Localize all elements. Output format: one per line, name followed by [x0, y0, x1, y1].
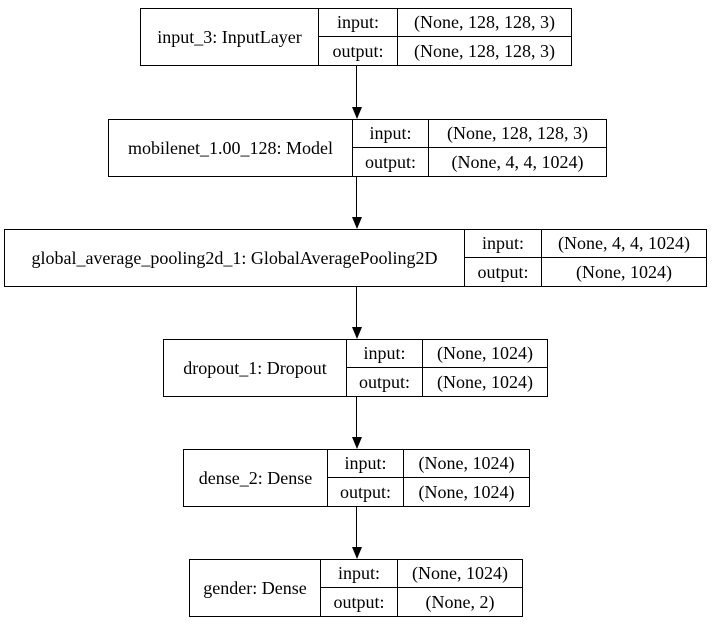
output-label: output: — [328, 478, 404, 506]
output-label: output: — [319, 37, 398, 65]
input-shape: (None, 1024) — [398, 560, 522, 588]
layer-name: input_3: InputLayer — [141, 9, 319, 65]
layer-node-dropout: dropout_1: Dropout input: (None, 1024) o… — [163, 339, 548, 397]
input-shape: (None, 1024) — [404, 450, 529, 478]
input-shape: (None, 128, 128, 3) — [429, 120, 606, 148]
layer-name: mobilenet_1.00_128: Model — [109, 120, 353, 176]
edge-line — [355, 397, 358, 437]
arrowhead-down-icon — [351, 327, 362, 339]
edge-line — [355, 177, 358, 217]
layer-name: dense_2: Dense — [184, 450, 328, 506]
edge-arrow-dense-to-gender — [351, 507, 362, 559]
layer-node-dense-2: dense_2: Dense input: (None, 1024) outpu… — [183, 449, 530, 507]
output-shape: (None, 1024) — [418, 481, 515, 502]
output-shape: (None, 4, 4, 1024) — [451, 151, 584, 172]
input-shape: (None, 128, 128, 3) — [398, 9, 571, 37]
output-shape: (None, 1024) — [576, 261, 672, 282]
layer-name: gender: Dense — [190, 560, 321, 616]
output-label: output: — [347, 368, 423, 396]
layer-node-gender: gender: Dense input: (None, 1024) output… — [189, 559, 523, 617]
input-shape: (None, 4, 4, 1024) — [542, 230, 706, 258]
output-label: output: — [465, 258, 542, 286]
output-label: output: — [353, 148, 429, 176]
input-label: input: — [465, 230, 542, 258]
layer-node-input-3: input_3: InputLayer input: (None, 128, 1… — [140, 8, 572, 66]
output-shape: (None, 128, 128, 3) — [414, 40, 555, 61]
arrowhead-down-icon — [351, 217, 362, 229]
edge-arrow-input3-to-mobilenet — [351, 66, 362, 119]
input-label: input: — [328, 450, 404, 478]
edge-line — [355, 287, 358, 327]
input-label: input: — [353, 120, 429, 148]
output-shape: (None, 2) — [425, 591, 495, 612]
edge-arrow-gap-to-dropout — [351, 287, 362, 339]
layer-node-mobilenet: mobilenet_1.00_128: Model input: (None, … — [108, 119, 607, 177]
layer-node-global-average-pooling: global_average_pooling2d_1: GlobalAverag… — [4, 229, 707, 287]
arrowhead-down-icon — [351, 547, 362, 559]
arrowhead-down-icon — [351, 107, 362, 119]
input-label: input: — [347, 340, 423, 368]
edge-arrow-dropout-to-dense — [351, 397, 362, 449]
edge-line — [355, 66, 358, 107]
input-label: input: — [321, 560, 398, 588]
edge-arrow-mobilenet-to-gap — [351, 177, 362, 229]
input-label: input: — [319, 9, 398, 37]
layer-name: dropout_1: Dropout — [164, 340, 347, 396]
output-shape: (None, 1024) — [437, 371, 533, 392]
arrowhead-down-icon — [351, 437, 362, 449]
output-label: output: — [321, 588, 398, 616]
layer-name: global_average_pooling2d_1: GlobalAverag… — [5, 230, 465, 286]
input-shape: (None, 1024) — [423, 340, 547, 368]
edge-line — [355, 507, 358, 547]
